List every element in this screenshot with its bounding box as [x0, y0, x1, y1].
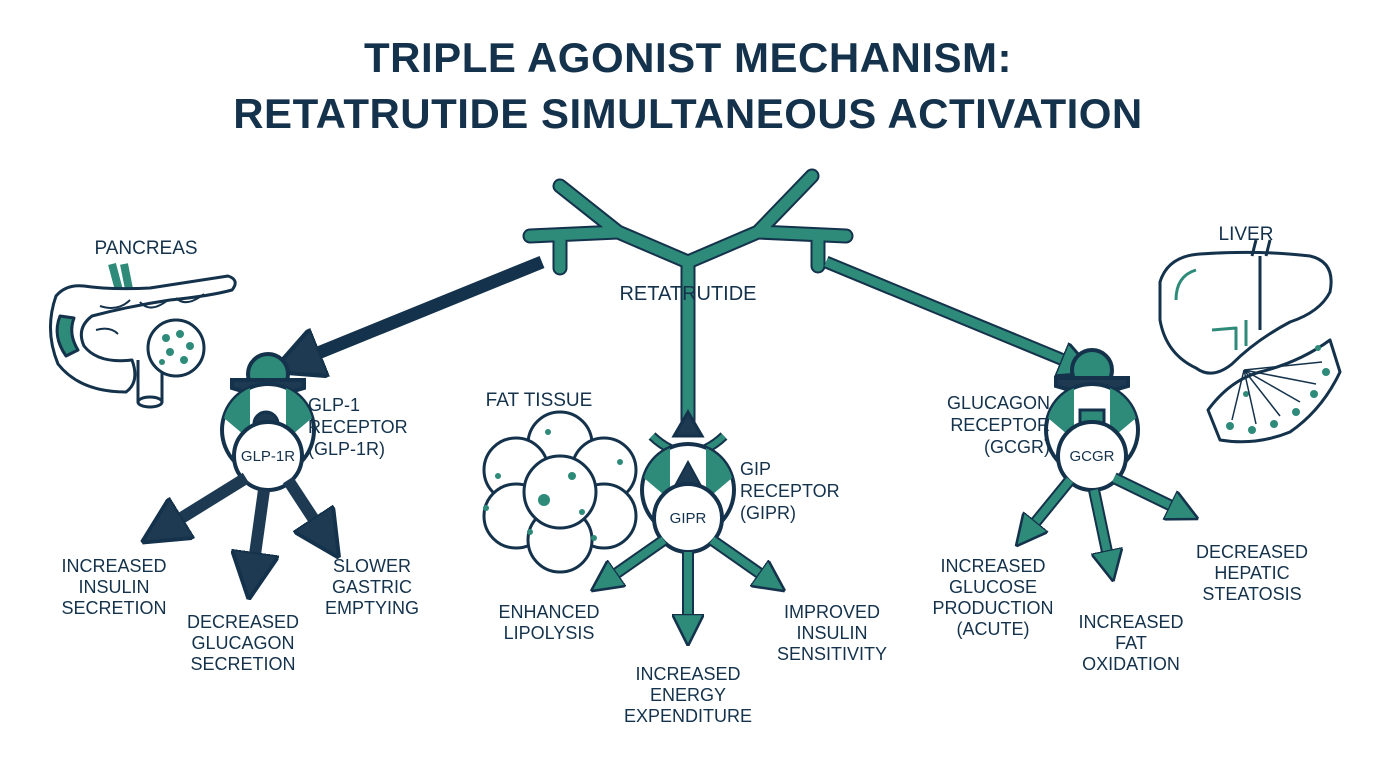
effect-increased-energy-expenditure: INCREASED ENERGY EXPENDITURE — [623, 664, 753, 726]
effect-decreased-hepatic-steatosis: DECREASED HEPATIC STEATOSIS — [1195, 542, 1309, 604]
gcgr-code: GCGR — [1069, 448, 1115, 465]
retatrutide-label: RETATRUTIDE — [619, 283, 757, 305]
effect-increased-fat-oxidation: INCREASED FAT OXIDATION — [1078, 612, 1184, 674]
arrow-to-glp1r — [296, 255, 545, 362]
gcgr-receptor-label: GLUCAGON RECEPTOR (GCGR) — [946, 393, 1050, 457]
effect-decreased-glucagon-secretion: DECREASED GLUCAGON SECRETION — [186, 612, 300, 674]
fat-tissue-label: FAT TISSUE — [485, 390, 593, 411]
pancreas-icon — [48, 262, 237, 409]
effect-increased-insulin-secretion: INCREASED INSULIN SECRETION — [61, 556, 167, 618]
hepatocyte-lobule — [1206, 338, 1342, 444]
glp1-receptor-icon — [220, 352, 316, 492]
effect-slower-gastric-emptying: SLOWER GASTRIC EMPTYING — [324, 556, 419, 618]
gipr-code: GIPR — [669, 510, 707, 527]
glp1-receptor-label: GLP-1 RECEPTOR (GLP-1R) — [308, 395, 408, 459]
effect-increased-glucose-production: INCREASED GLUCOSE PRODUCTION (ACUTE) — [932, 556, 1054, 639]
glp1r-code: GLP-1R — [240, 448, 296, 465]
gcgr-receptor-icon — [1044, 348, 1140, 492]
gip-receptor-label: GIP RECEPTOR (GIPR) — [740, 459, 840, 523]
gip-effect-arrows — [604, 535, 772, 630]
glp1-effect-arrows — [162, 472, 326, 576]
fat-tissue-icon — [482, 410, 638, 574]
effect-improved-insulin-sensitivity: IMPROVED INSULIN SENSITIVITY — [776, 602, 888, 664]
title-line-2: RETATRUTIDE SIMULTANEOUS ACTIVATION — [233, 90, 1143, 137]
gip-receptor-icon — [640, 409, 736, 554]
title-line-1: TRIPLE AGONIST MECHANISM: — [364, 34, 1012, 81]
retatrutide-molecule-icon — [522, 168, 854, 428]
gcgr-effect-arrows — [1026, 472, 1184, 566]
effect-enhanced-lipolysis: ENHANCED LIPOLYSIS — [498, 602, 600, 643]
liver-label: LIVER — [1218, 224, 1274, 245]
arrow-to-gcgr — [823, 255, 1078, 366]
liver-icon — [1158, 239, 1342, 444]
pancreas-label: PANCREAS — [94, 238, 198, 259]
